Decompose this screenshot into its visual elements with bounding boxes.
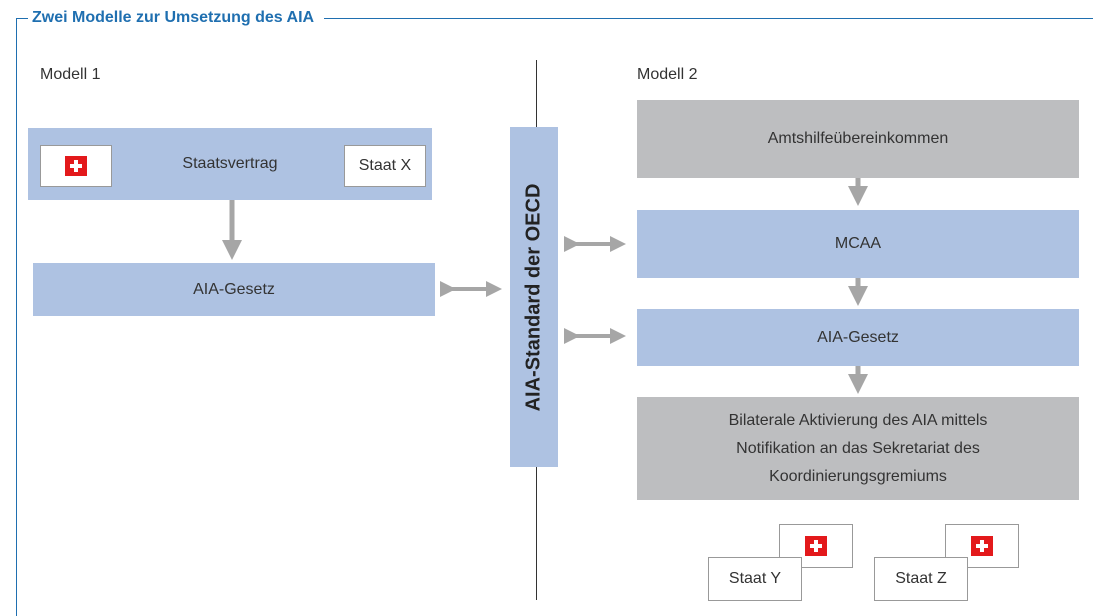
partner-state-x: Staat X: [344, 145, 426, 187]
partner-state-y: Staat Y: [708, 557, 802, 601]
swiss-flag-box: [40, 145, 112, 187]
law-label-model2: AIA-Gesetz: [817, 328, 899, 346]
law-label-model1: AIA-Gesetz: [193, 280, 275, 298]
mcaa-label: MCAA: [834, 235, 882, 252]
partner-state-z: Staat Z: [874, 557, 968, 601]
diagram-title: Zwei Modelle zur Umsetzung des AIA: [28, 8, 325, 28]
law-box-model2: AIA-Gesetz: [637, 309, 1079, 366]
model1-label: Modell 1: [40, 66, 101, 83]
activation-line-1: Bilaterale Aktivierung des AIA mittels: [728, 411, 988, 429]
mcaa-box: MCAA: [637, 210, 1079, 278]
swiss-flag-icon: [971, 536, 993, 556]
swiss-flag-icon: [805, 536, 827, 556]
activation-box: Bilaterale Aktivierung des AIA mittels N…: [637, 397, 1079, 500]
treaty-label: Staatsvertrag: [182, 155, 278, 172]
convention-box: Amtshilfeübereinkommen: [637, 100, 1079, 178]
oecd-standard-label: AIA-Standard der OECD: [522, 183, 545, 411]
activation-line-2: Notifikation an das Sekretariat des: [736, 439, 980, 457]
oecd-standard-box: AIA-Standard der OECD: [510, 127, 558, 467]
law-box-model1: AIA-Gesetz: [33, 263, 435, 316]
model2-label: Modell 2: [637, 66, 698, 83]
convention-label: Amtshilfeübereinkommen: [767, 130, 949, 147]
frame-left-border: [16, 18, 17, 616]
activation-line-3: Koordinierungsgremiums: [769, 467, 947, 485]
frame-top-border: [16, 18, 1093, 19]
swiss-flag-icon: [65, 156, 87, 176]
